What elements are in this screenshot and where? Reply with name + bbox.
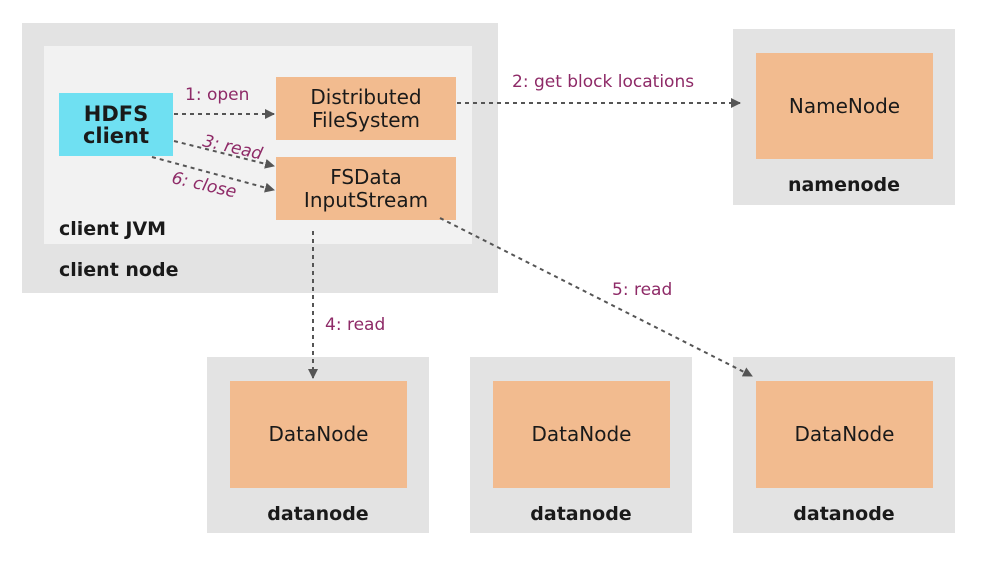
namenode-label: namenode [787, 174, 901, 196]
arrow-close [151, 156, 275, 193]
datanode-label-2: datanode [530, 503, 632, 525]
datanode-label-1: datanode [267, 503, 369, 525]
arrow-label-read-4: 4: read [325, 315, 386, 335]
arrow-label-open: 1: open [185, 85, 250, 105]
client-node-label: client node [59, 259, 179, 281]
datanode-label-3: datanode [793, 503, 895, 525]
datanode-box-1[interactable]: DataNode [230, 381, 407, 488]
fsdata-inputstream-box[interactable]: FSData InputStream [276, 157, 456, 220]
client-jvm-label: client JVM [59, 218, 167, 240]
hdfs-client-box[interactable]: HDFS client [59, 93, 173, 156]
datanode-box-3[interactable]: DataNode [756, 381, 933, 488]
arrow-read-3 [173, 140, 275, 169]
distributed-filesystem-box[interactable]: Distributed FileSystem [276, 77, 456, 140]
arrow-label-get-block-locations: 2: get block locations [512, 72, 695, 92]
arrow-label-read-5: 5: read [612, 280, 673, 300]
arrow-read-5 [439, 217, 753, 377]
namenode-box[interactable]: NameNode [756, 53, 933, 159]
datanode-box-2[interactable]: DataNode [493, 381, 670, 488]
